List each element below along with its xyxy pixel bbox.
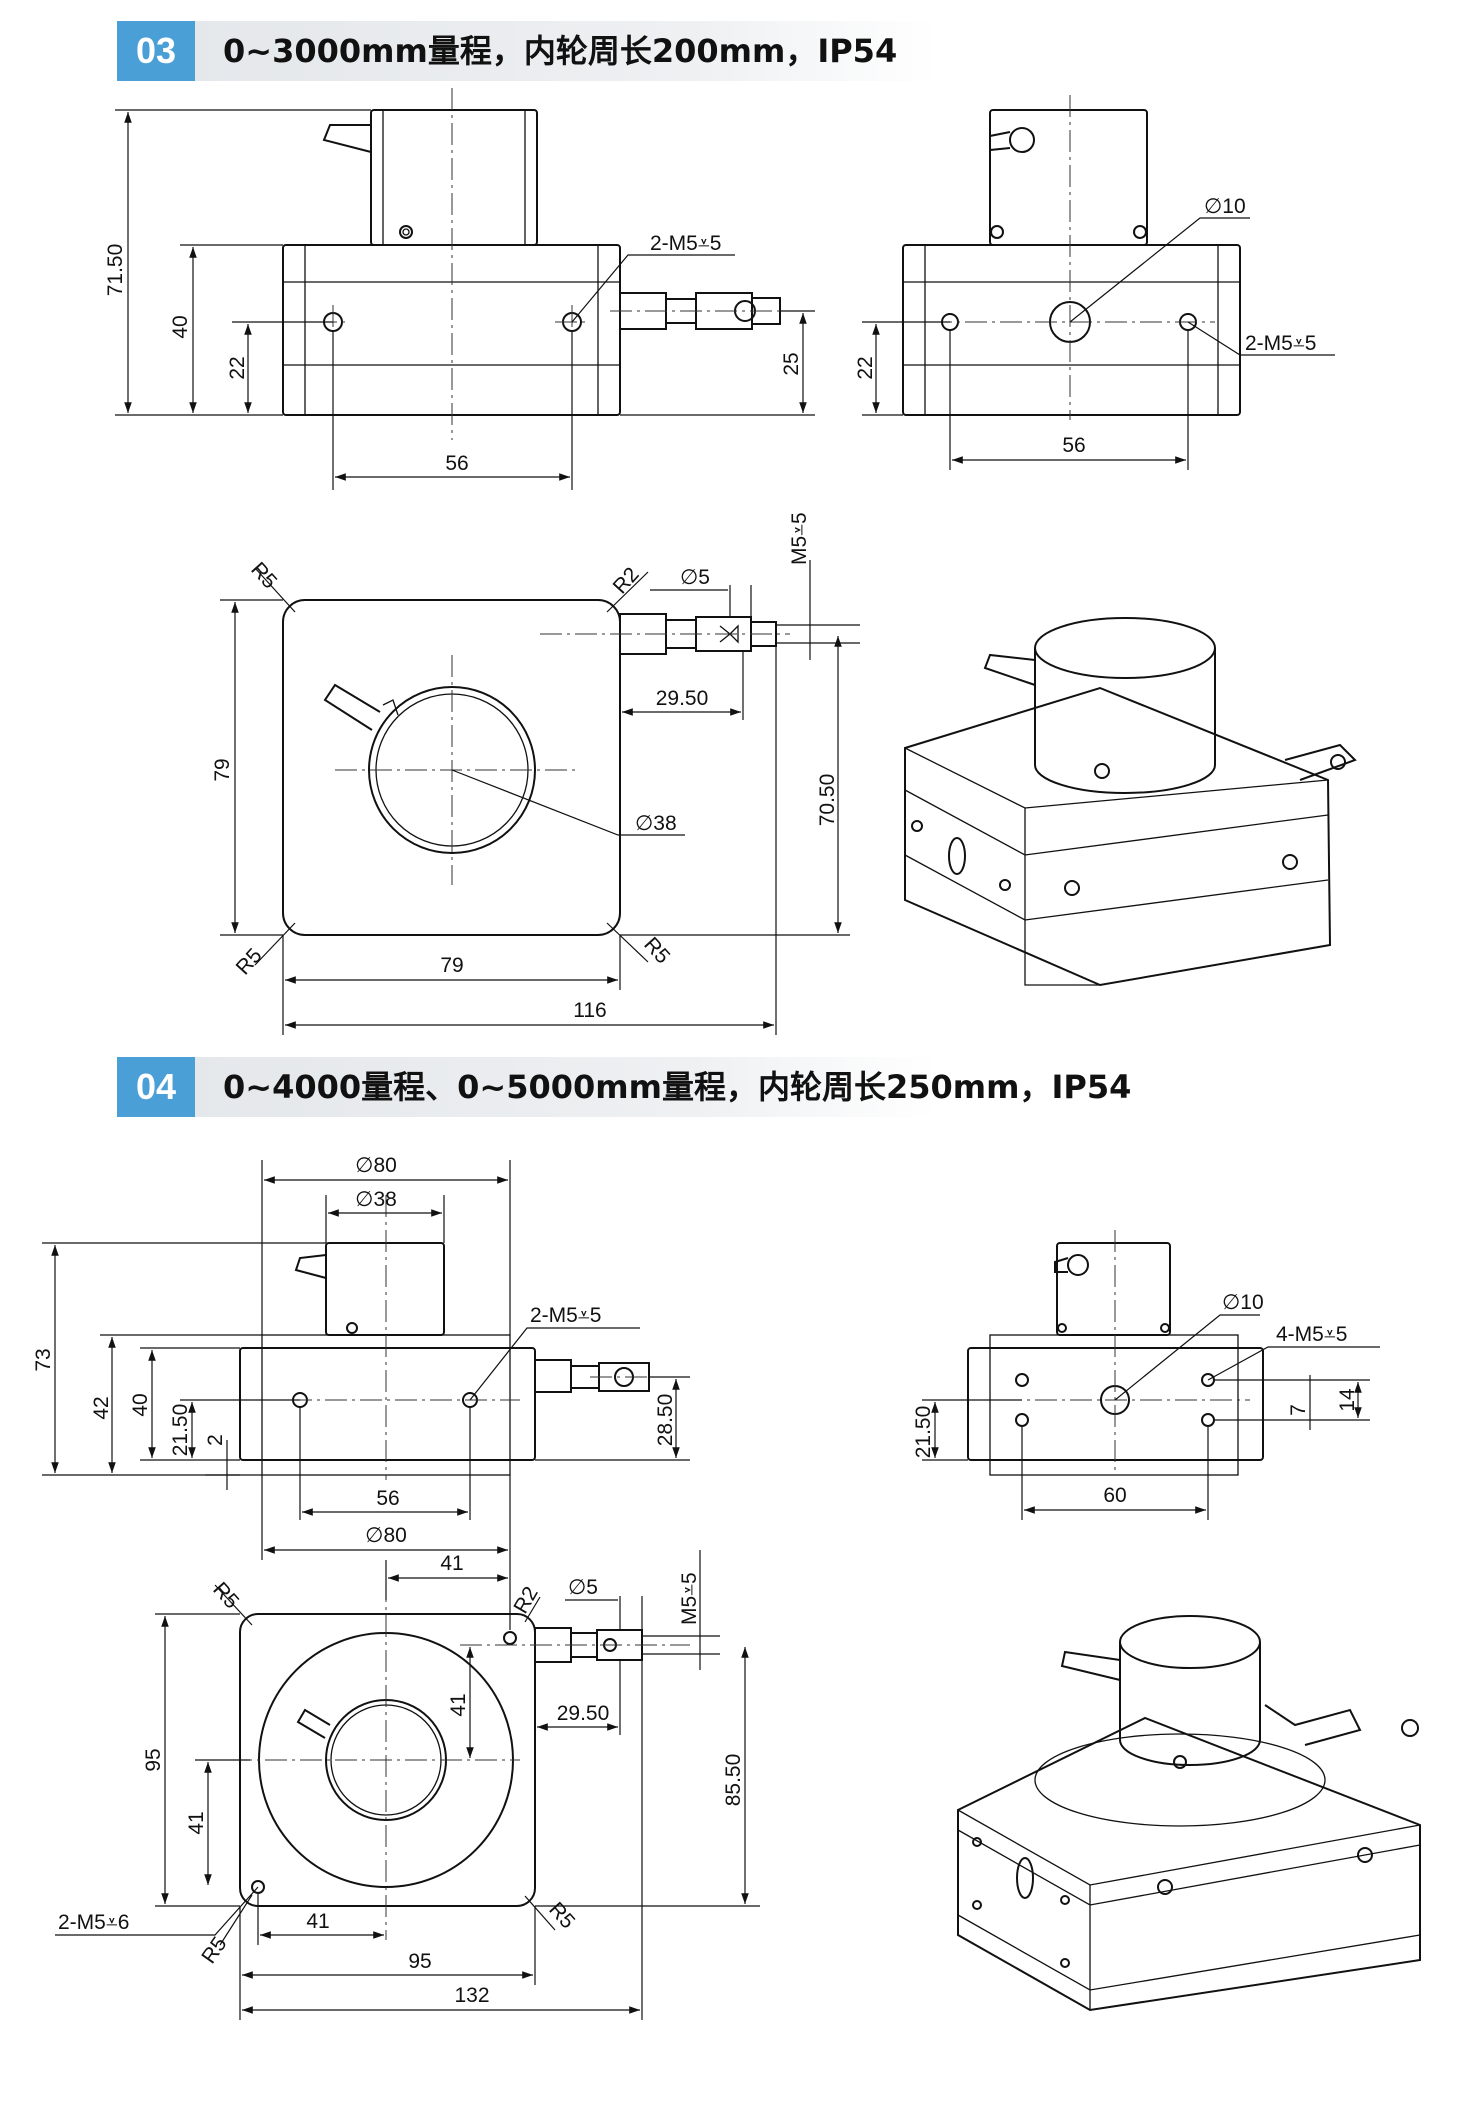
dim-42: 42 — [90, 1396, 113, 1419]
dim-m5: M5⩡5 — [788, 512, 811, 565]
s04-side-view: 21.50 60 14 7 ∅10 4-M5⩡5 — [912, 1230, 1380, 1520]
section-header-03: 03 0~3000mm量程，内轮周长200mm，IP54 — [117, 21, 937, 81]
dim-40-04: 40 — [129, 1393, 152, 1416]
dim-85-50: 85.50 — [722, 1754, 745, 1807]
dim-5: ∅5 — [680, 566, 710, 589]
section-number-03: 03 — [117, 21, 195, 81]
dim-80-bottom: ∅80 — [365, 1524, 407, 1547]
s04-front-view: ∅80 ∅38 73 42 40 21.50 2 28.50 56 — [32, 1154, 690, 1560]
thread-callout-04: 2-M5⩡5 — [530, 1304, 601, 1327]
dim-5-04: ∅5 — [568, 1576, 598, 1599]
r5-bl: R5 — [232, 944, 267, 979]
dim-41-top: 41 — [440, 1552, 463, 1575]
dim-28-50: 28.50 — [654, 1394, 677, 1447]
section-title-04: 0~4000量程、0~5000mm量程，内轮周长250mm，IP54 — [223, 1068, 1132, 1106]
dim-56-04: 56 — [376, 1487, 399, 1510]
dim-80-top: ∅80 — [355, 1154, 397, 1177]
dim-22: 22 — [226, 356, 249, 379]
dim-2: 2 — [204, 1434, 227, 1446]
dim-21-50: 21.50 — [169, 1404, 192, 1457]
dim-41-inner: 41 — [447, 1693, 470, 1716]
dim-m5-04: M5⩡5 — [678, 1572, 701, 1625]
dim-71-50: 71.50 — [104, 244, 127, 297]
dim-25: 25 — [780, 352, 803, 375]
thread-callout-top-04: 2-M5⩡6 — [58, 1911, 129, 1934]
dim-79-v: 79 — [211, 758, 234, 781]
dim-79-h: 79 — [440, 954, 463, 977]
bore-callout-04: ∅10 — [1222, 1291, 1264, 1314]
dim-7: 7 — [1287, 1404, 1310, 1416]
dim-70-50: 70.50 — [816, 774, 839, 827]
r5-br: R5 — [639, 933, 674, 968]
dim-14: 14 — [1336, 1388, 1359, 1412]
r5-tl-04: R5 — [208, 1578, 243, 1613]
bore-callout: ∅10 — [1204, 195, 1246, 218]
dim-60: 60 — [1103, 1484, 1126, 1507]
dim-38-top: ∅38 — [355, 1188, 397, 1211]
s03-top-view: 79 79 116 70.50 29.50 ∅5 M5⩡5 ∅38 R5 R2 … — [211, 512, 860, 1035]
s04-isometric-view — [957, 1615, 1421, 2012]
dim-29-50-04: 29.50 — [557, 1702, 610, 1725]
dim-22-side: 22 — [854, 356, 877, 379]
dim-29-50: 29.50 — [656, 687, 709, 710]
section-title-03: 0~3000mm量程，内轮周长200mm，IP54 — [223, 32, 898, 70]
dim-73: 73 — [32, 1348, 55, 1371]
dim-56: 56 — [445, 452, 468, 475]
dim-21-50-side: 21.50 — [912, 1406, 935, 1459]
dim-41-bottom: 41 — [306, 1910, 329, 1933]
s04-top-view: 95 41 41 41 29.50 ∅5 M5⩡5 85.50 41 95 13 — [55, 1550, 760, 2020]
r2-tr-04: R2 — [509, 1583, 542, 1618]
s03-front-view: 71.50 40 22 25 56 2-M5⩡5 — [104, 88, 815, 490]
dim-38: ∅38 — [635, 812, 677, 835]
section-header-04: 04 0~4000量程、0~5000mm量程，内轮周长250mm，IP54 — [117, 1057, 1131, 1117]
r5-bl-04: R5 — [197, 1933, 231, 1968]
r5-tl: R5 — [246, 558, 281, 593]
thread-callout-side: 2-M5⩡5 — [1245, 332, 1316, 355]
dim-132: 132 — [454, 1984, 489, 2007]
r5-br-04: R5 — [544, 1898, 579, 1933]
s03-side-view: 22 56 ∅10 2-M5⩡5 — [854, 95, 1335, 470]
dim-95-h: 95 — [408, 1950, 431, 1973]
dim-95-v: 95 — [142, 1748, 165, 1771]
dim-56-side: 56 — [1062, 434, 1085, 457]
thread-callout: 2-M5⩡5 — [650, 232, 721, 255]
dim-116: 116 — [573, 999, 606, 1022]
dim-41-left: 41 — [185, 1811, 208, 1834]
section-number-04: 04 — [117, 1057, 195, 1117]
r2-tr: R2 — [609, 563, 644, 598]
s03-isometric-view — [904, 617, 1357, 987]
dim-40: 40 — [169, 315, 192, 338]
thread-callout-side-04: 4-M5⩡5 — [1276, 1323, 1347, 1346]
